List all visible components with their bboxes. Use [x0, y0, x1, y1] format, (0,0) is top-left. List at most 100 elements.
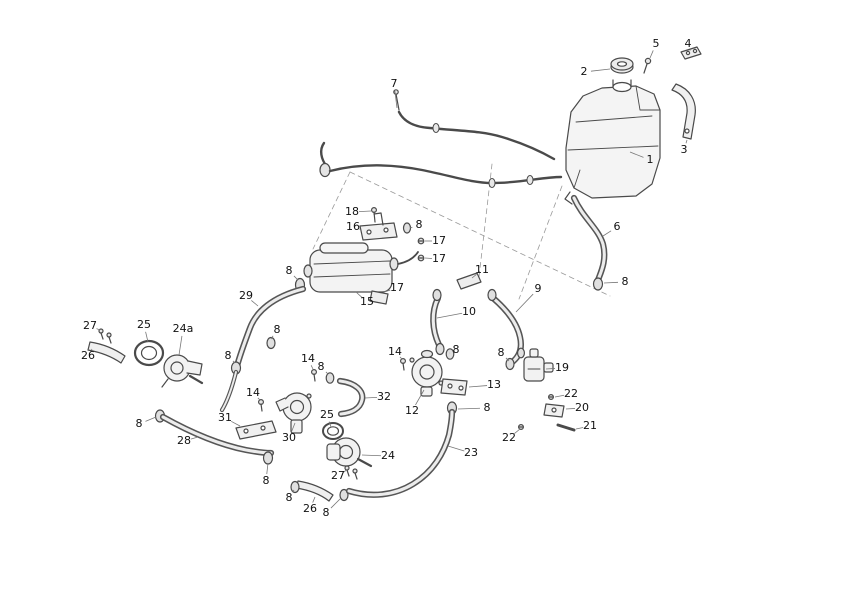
- callout-label-21: 21: [583, 419, 597, 432]
- callout-leader-22: [514, 428, 521, 434]
- callout-leader-12: [415, 389, 425, 406]
- callout-label-14: 14: [388, 345, 402, 358]
- callout-leader-8: [270, 335, 274, 340]
- callout-label-25: 25: [137, 318, 151, 331]
- callout-leader-5: [649, 50, 654, 59]
- callout-label-10: 10: [462, 305, 476, 318]
- callout-leader-8: [330, 497, 342, 509]
- callout-label-7: 7: [391, 77, 398, 90]
- callout-leader-2: [590, 68, 611, 72]
- callout-label-22: 22: [564, 387, 578, 400]
- clamp-8-bottom-left: [290, 480, 300, 494]
- hose-29: [219, 285, 307, 413]
- callout-leader-8: [145, 416, 157, 422]
- callout-label-22: 22: [502, 431, 516, 444]
- callout-leader-20: [565, 408, 576, 410]
- callout-leader-8: [266, 462, 269, 475]
- hose-32: [336, 377, 366, 418]
- bracket-4: [680, 46, 702, 60]
- callout-label-15: 15: [360, 295, 374, 308]
- cap-seal-5: [643, 57, 652, 74]
- callout-leader-15: [355, 291, 363, 298]
- callout-label-20: 20: [575, 401, 589, 414]
- heater-unit-15: [303, 242, 419, 305]
- callout-leader-27: [343, 468, 349, 473]
- screw-14-right: [400, 358, 407, 371]
- callout-label-8: 8: [498, 346, 505, 359]
- callout-leader-9: [515, 293, 534, 313]
- callout-label-14: 14: [301, 352, 315, 365]
- bracket-3: [671, 83, 696, 140]
- callout-leader-14: [257, 397, 261, 401]
- callout-leader-8: [325, 371, 329, 375]
- callout-leader-17: [424, 257, 433, 259]
- callout-leader-7: [394, 90, 398, 109]
- pin-21: [556, 423, 576, 432]
- callout-label-5: 5: [653, 37, 660, 50]
- water-pump-24: [326, 437, 373, 468]
- callout-leader-27: [96, 328, 101, 331]
- callout-label-2: 2: [581, 65, 588, 78]
- hose-6: [570, 194, 608, 291]
- callout-label-8: 8: [323, 506, 330, 519]
- callout-label-24: 24: [381, 449, 395, 462]
- screw-17-lower: [417, 254, 425, 262]
- callout-label-8: 8: [484, 401, 491, 414]
- callout-label-12: 12: [405, 404, 419, 417]
- bracket-31: [235, 420, 277, 440]
- callout-label-26: 26: [81, 349, 95, 362]
- callout-leader-32: [364, 396, 378, 399]
- expansion-tank: [564, 79, 661, 205]
- callout-label-4: 4: [685, 37, 692, 50]
- bracket-26-bottom: [295, 480, 334, 502]
- water-pump-24a: [161, 354, 204, 388]
- callout-leader-23: [447, 445, 465, 452]
- tank-cap: [610, 57, 634, 74]
- callout-label-26: 26: [303, 502, 317, 515]
- callout-label-14: 14: [246, 386, 260, 399]
- callout-leader-28: [190, 436, 199, 440]
- screw-14-mid: [311, 369, 318, 382]
- valve-19: [516, 347, 554, 382]
- callout-leader-1: [629, 151, 644, 158]
- callout-leader-6: [602, 230, 612, 237]
- callout-leader-10: [436, 312, 463, 319]
- screw-18: [371, 207, 378, 223]
- callout-label-25: 25: [320, 408, 334, 421]
- hose-10: [430, 288, 445, 356]
- upper-hose-run: [319, 141, 563, 188]
- bracket-20: [543, 403, 565, 418]
- callout-label-24a: 24a: [173, 322, 194, 335]
- callout-label-23: 23: [464, 446, 478, 459]
- callout-leader-8: [409, 226, 413, 229]
- callout-label-17: 17: [390, 281, 404, 294]
- clamp-8-bottom-right: [339, 488, 349, 502]
- callout-leader-26: [312, 496, 316, 503]
- callout-label-32: 32: [377, 390, 391, 403]
- callout-label-29: 29: [239, 289, 253, 302]
- callout-label-27: 27: [331, 469, 345, 482]
- screw-17-upper: [417, 237, 425, 245]
- callout-label-8: 8: [274, 323, 281, 336]
- callout-leader-24a: [178, 335, 183, 356]
- callout-label-19: 19: [555, 361, 569, 374]
- callout-label-8: 8: [286, 264, 293, 277]
- callout-leader-24: [361, 454, 382, 457]
- clamp-8-pump30: [325, 372, 335, 384]
- callout-label-3: 3: [681, 143, 688, 156]
- callout-label-8: 8: [286, 491, 293, 504]
- bracket-26-left: [87, 341, 126, 364]
- callout-leader-25: [145, 331, 149, 343]
- callout-leader-8: [603, 281, 619, 284]
- callout-leader-8: [232, 360, 236, 364]
- callout-label-31: 31: [218, 411, 232, 424]
- screw-14-left: [258, 399, 265, 412]
- callout-label-18: 18: [345, 205, 359, 218]
- callout-label-1: 1: [647, 153, 654, 166]
- callout-leader-8: [293, 275, 299, 281]
- grommet-25-left: [133, 339, 165, 367]
- screw-22-lower: [517, 424, 524, 431]
